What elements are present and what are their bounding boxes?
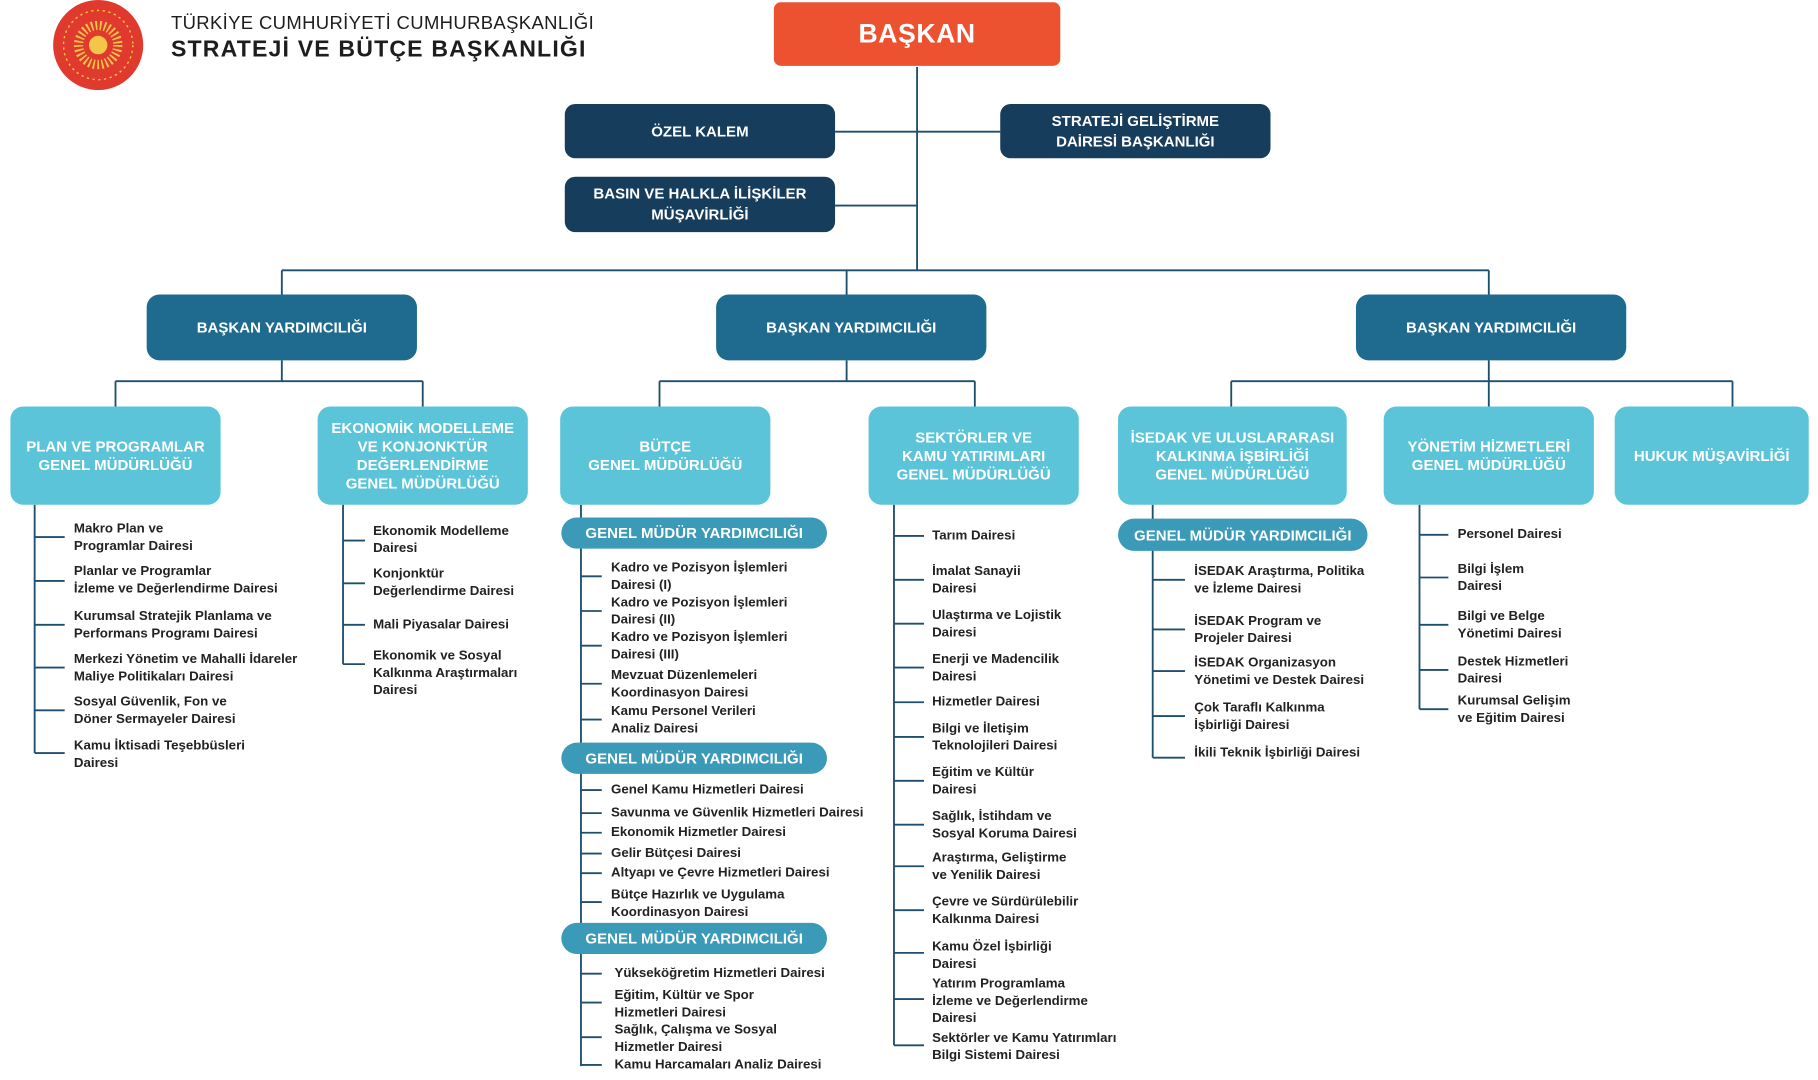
strateji-gelistirme-box: STRATEJİ GELİŞTİRME DAİRESİ BAŞKANLIĞI — [1000, 103, 1271, 159]
butce2-dept-1: Genel Kamu Hizmetleri Dairesi — [610, 783, 804, 797]
butce1-dept-2: Kadro ve Pozisyon İşlemleri Dairesi (II) — [610, 595, 788, 628]
butce3-dept-2: Eğitim, Kültür ve Spor Hizmetleri Daires… — [614, 988, 754, 1020]
plan-dept-6: Kamu İktisadi Teşebbüsleri Dairesi — [73, 739, 245, 771]
presidency-seal-logo — [53, 0, 144, 91]
isedak-dept-1: İSEDAK Araştırma, Politika ve İzleme Dai… — [1194, 564, 1365, 596]
butce-gm: BÜTÇE GENEL MÜDÜRLÜĞÜ — [560, 406, 771, 505]
sektorler-gm: SEKTÖRLER VE KAMU YATIRIMLARI GENEL MÜDÜ… — [868, 406, 1079, 505]
gmy-pill-butce-1: GENEL MÜDÜR YARDIMCILIĞI — [561, 517, 827, 549]
butce1-dept-3: Kadro ve Pozisyon İşlemleri Dairesi (III… — [610, 630, 788, 662]
ozel-kalem-box: ÖZEL KALEM — [564, 103, 836, 159]
plan-dept-5: Sosyal Güvenlik, Fon ve Döner Sermayeler… — [73, 695, 236, 727]
butce2-dept-3: Ekonomik Hizmetler Dairesi — [610, 825, 786, 840]
isedak-dept-2: İSEDAK Program ve Projeler Dairesi — [1194, 614, 1322, 646]
sektor-dept-3: Ulaştırma ve Lojistik Dairesi — [932, 608, 1062, 640]
ekonomik-dept-4: Ekonomik ve Sosyal Kalkınma Araştırmalar… — [373, 649, 518, 698]
butce2-dept-2: Savunma ve Güvenlik Hizmetleri Dairesi — [610, 806, 864, 821]
butce1-dept-1: Kadro ve Pozisyon İşlemleri Dairesi (I) — [610, 561, 788, 593]
sektor-dept-10: Çevre ve Sürdürülebilir Kalkınma Dairesi — [932, 895, 1079, 927]
butce2-dept-6: Bütçe Hazırlık ve Uygulama Koordinasyon … — [610, 888, 785, 920]
ekonomik-dept-2: Konjonktür Değerlendirme Dairesi — [373, 567, 515, 599]
sektor-dept-11: Kamu Özel İşbirliği Dairesi — [932, 940, 1052, 972]
yonetim-dept-3: Bilgi ve Belge Yönetimi Dairesi — [1457, 609, 1562, 642]
butce2-dept-5: Altyapı ve Çevre Hizmetleri Dairesi — [610, 866, 830, 881]
butce3-dept-4: Kamu Harcamaları Analiz Dairesi — [614, 1057, 822, 1072]
yonetim-dept-4: Destek Hizmetleri Dairesi — [1457, 654, 1569, 687]
yonetim-hizmetleri-gm: YÖNETİM HİZMETLERİ GENEL MÜDÜRLÜĞÜ — [1383, 406, 1594, 505]
sektor-dept-5: Hizmetler Dairesi — [932, 695, 1040, 710]
baskan-box: BAŞKAN — [773, 2, 1061, 66]
butce2-dept-4: Gelir Bütçesi Dairesi — [610, 846, 741, 861]
sektor-dept-1: Tarım Dairesi — [932, 528, 1016, 543]
butce3-dept-3: Sağlık, Çalışma ve Sosyal Hizmetler Dair… — [614, 1023, 777, 1055]
gmy-pill-butce-3: GENEL MÜDÜR YARDIMCILIĞI — [561, 922, 827, 955]
plan-dept-1: Makro Plan ve Programlar Dairesi — [73, 522, 193, 554]
plan-dept-3: Kurumsal Stratejik Planlama ve Performan… — [73, 609, 272, 642]
sektor-dept-6: Bilgi ve İletişim Teknolojileri Dairesi — [932, 721, 1058, 754]
butce3-dept-1: Yükseköğretim Hizmetleri Dairesi — [614, 966, 825, 981]
sektor-dept-9: Araştırma, Geliştirme ve Yenilik Dairesi — [932, 851, 1067, 883]
gmy-pill-butce-2: GENEL MÜDÜR YARDIMCILIĞI — [561, 742, 827, 774]
isedak-gm: İSEDAK VE ULUSLARARASI KALKINMA İŞBİRLİĞ… — [1118, 406, 1347, 505]
isedak-dept-5: İkili Teknik İşbirliği Dairesi — [1194, 746, 1361, 760]
sektor-dept-8: Sağlık, İstihdam ve Sosyal Koruma Daires… — [932, 809, 1077, 841]
isedak-dept-3: İSEDAK Organizasyon Yönetimi ve Destek D… — [1194, 656, 1365, 688]
yonetim-dept-1: Personel Dairesi — [1457, 527, 1562, 542]
ekonomik-modelleme-gm: EKONOMİK MODELLEME VE KONJONKTÜR DEĞERLE… — [317, 406, 528, 505]
plan-programlar-gm: PLAN VE PROGRAMLAR GENEL MÜDÜRLÜĞÜ — [10, 406, 221, 505]
plan-dept-4: Merkezi Yönetim ve Mahalli İdareler Mali… — [73, 652, 298, 684]
plan-dept-2: Planlar ve Programlar İzleme ve Değerlen… — [73, 564, 278, 596]
header-line-2: STRATEJİ VE BÜTÇE BAŞKANLIĞI — [170, 36, 587, 63]
header-line-1: TÜRKİYE CUMHURİYETİ CUMHURBAŞKANLIĞI — [170, 13, 595, 34]
sektor-dept-2: İmalat Sanayii Dairesi — [932, 564, 1021, 596]
baskan-yardimciligi-1: BAŞKAN YARDIMCILIĞI — [146, 294, 417, 361]
hukuk-musavirligi: HUKUK MÜŞAVİRLİĞİ — [1614, 406, 1809, 505]
sektor-dept-7: Eğitim ve Kültür Dairesi — [932, 765, 1034, 797]
ekonomik-dept-1: Ekonomik Modelleme Dairesi — [373, 524, 509, 556]
baskan-yardimciligi-3: BAŞKAN YARDIMCILIĞI — [1355, 294, 1627, 361]
butce1-dept-5: Kamu Personel Verileri Analiz Dairesi — [610, 704, 756, 736]
yonetim-dept-2: Bilgi İşlem Dairesi — [1457, 562, 1525, 594]
basin-halkla-iliskiler-box: BASIN VE HALKLA İLİŞKİLER MÜŞAVİRLİĞİ — [564, 176, 836, 233]
baskan-yardimciligi-2: BAŞKAN YARDIMCILIĞI — [716, 294, 987, 361]
sektor-dept-12: Yatırım Programlama İzleme ve Değerlendi… — [932, 977, 1088, 1026]
sektor-dept-13: Sektörler ve Kamu Yatırımları Bilgi Sist… — [932, 1031, 1117, 1063]
sektor-dept-4: Enerji ve Madencilik Dairesi — [932, 652, 1060, 684]
isedak-dept-4: Çok Taraflı Kalkınma İşbirliği Dairesi — [1194, 701, 1325, 733]
gmy-pill-isedak: GENEL MÜDÜR YARDIMCILIĞI — [1118, 518, 1368, 551]
butce1-dept-4: Mevzuat Düzenlemeleri Koordinasyon Daire… — [610, 668, 758, 700]
yonetim-dept-5: Kurumsal Gelişim ve Eğitim Dairesi — [1457, 694, 1571, 726]
ekonomik-dept-3: Mali Piyasalar Dairesi — [373, 617, 509, 632]
